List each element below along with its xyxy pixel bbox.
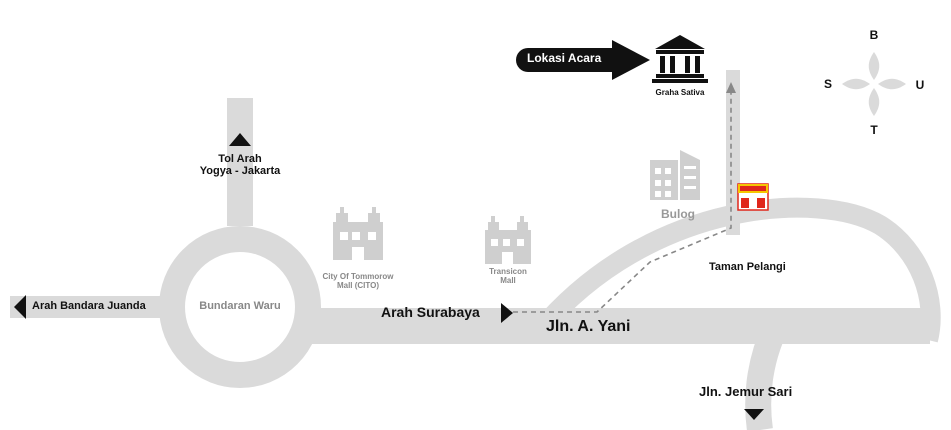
cito-mall-icon [333,207,383,260]
roundabout [159,226,321,388]
transicon-mall-icon [485,216,531,264]
taman-pelangi-road [532,197,941,343]
airport-label: Arah Bandara Juanda [32,300,146,312]
transicon-label-line2: Mall [500,275,516,285]
transicon-label: Transicon Mall [468,267,548,286]
bulog-building-icon [650,150,700,200]
compass-south: T [870,123,878,137]
venue-label: Graha Sativa [655,88,705,97]
surabaya-label: Arah Surabaya [381,304,480,320]
airport-arrow-icon [14,295,26,319]
compass-west: S [823,77,832,91]
route-line [504,93,732,313]
store-icon [737,183,769,211]
jemur-sari-road [745,311,792,430]
toll-label-line1: Tol Arah [218,153,262,165]
venue-building-icon [652,35,708,83]
toll-arrow-icon [229,133,251,146]
cito-label-line2: Mall (CITO) [336,280,380,290]
bulog-label: Bulog [661,207,695,221]
ayani-label: Jln. A. Yani [546,318,631,335]
cito-label: City Of Tommorow Mall (CITO) [298,272,418,291]
roundabout-label: Bundaran Waru [199,300,281,312]
compass-icon [842,52,906,116]
toll-label-line2: Yogya - Jakarta [199,165,281,178]
compass-east: U [915,78,925,92]
toll-label: Tol Arah Yogya - Jakarta [180,153,300,177]
surabaya-arrow-icon [501,303,513,323]
event-callout-label: Lokasi Acara [527,51,602,65]
transicon-label-line1: Transicon [489,267,527,276]
compass-north: B [869,28,879,42]
event-callout [516,40,650,80]
jemursari-arrow-icon [744,409,764,420]
road-network [10,70,941,430]
jemursari-label: Jln. Jemur Sari [699,384,793,399]
taman-pelangi-label: Taman Pelangi [709,261,786,273]
route-arrow-head [726,82,736,93]
cito-label-line1: City Of Tommorow [322,272,394,281]
